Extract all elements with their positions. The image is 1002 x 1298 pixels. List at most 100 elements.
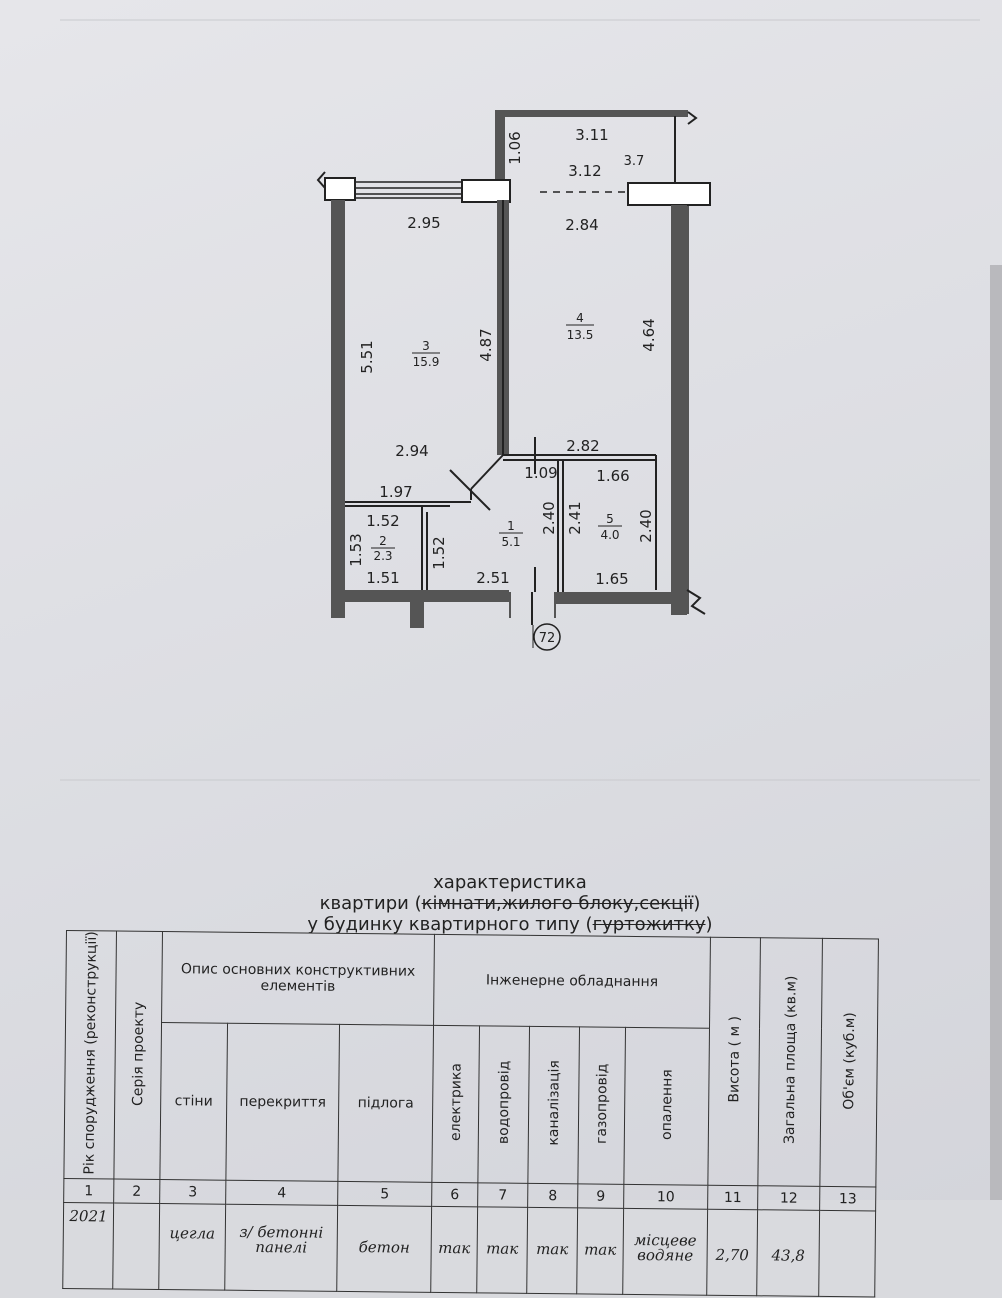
col-num-10: 10 [623,1184,708,1210]
dim-hall-right-b: 2.41 [566,501,584,534]
room-4-number: 4 [576,311,584,325]
header-heating: опалення [623,1026,710,1186]
dim-hall-bottom: 2.51 [476,569,509,587]
header-height: Висота ( м ) [707,937,761,1187]
value-flooring: бетон [336,1205,432,1293]
value-slabs: з/ бетонні панелі [224,1204,338,1292]
dim-room4-top: 2.84 [565,216,598,234]
room-2-number: 2 [379,534,387,548]
value-gas: так [576,1208,624,1295]
header-height-text: Висота ( м ) [725,1016,743,1104]
wall-bottom-stub [410,602,424,628]
axis-marker-label: 72 [539,631,556,646]
room-4-label: 4 13.5 [566,311,594,342]
dim-balcony-inner: 3.12 [568,162,601,180]
title-line-3: у будинку квартирного типу (гуртожитку) [200,914,820,935]
break-mark-right [686,589,706,615]
dim-room3-top: 2.95 [407,214,440,232]
dim-corridor-top-mid: 1.09 [524,464,557,482]
header-electric: електрика [431,1024,480,1184]
balcony-wall-left [495,113,505,183]
title-line-2-suffix: ) [693,893,701,914]
outer-walls [324,177,711,206]
wall-bottom-right [556,592,687,604]
col-num-2: 2 [113,1179,160,1204]
dim-room4-right: 4.64 [640,318,658,351]
wall-segments [331,200,689,628]
wall-top-mid-pier [461,179,511,203]
header-series: Серія проекту [113,931,163,1180]
header-sewer: каналізація [527,1025,580,1185]
header-year: Рік спорудження (реконструкції) [63,930,117,1180]
header-construction: Опис основних конструктивних елементів [161,931,435,1025]
wall-bottom-left [331,590,509,602]
header-engineering: Інженерне обладнання [433,934,711,1028]
value-volume [818,1210,876,1298]
dim-room3-left: 5.51 [358,340,376,373]
header-heating-text: опалення [658,1068,676,1140]
header-water-text: водопровід [495,1060,513,1145]
dim-balcony-depth: 1.06 [506,131,524,164]
room-1-number: 1 [507,519,515,533]
inner-partitions [345,200,657,648]
title-line-3-struck: гуртожитку [592,914,706,935]
room-2-area: 2.3 [373,549,392,563]
entrance-jamb-right [554,592,556,618]
value-walls: цегла [158,1203,226,1291]
header-gas: газопровід [577,1026,626,1185]
break-mark-left [316,171,326,189]
axis-marker: 72 [533,623,561,651]
title-line-2-prefix: квартири ( [319,893,422,914]
dim-room2-right: 1.52 [430,536,448,569]
dim-balcony-top: 3.11 [575,126,608,144]
value-sewer: так [526,1207,578,1295]
data-row: 2021 цегла з/ бетонні панелі бетон так т… [62,1202,876,1298]
window-top-left [355,181,462,199]
wall-right [671,205,687,615]
header-year-text: Рік спорудження (реконструкції) [80,931,100,1175]
floor-plan: 72 3.11 3.12 3.7 1.06 2.95 2.84 5.51 4.8… [60,19,980,781]
value-heating-line-1: місцеве [633,1231,697,1250]
title-line-2: квартири (кімнати,жилого блоку,секції) [200,893,820,914]
entrance-jamb-left [509,592,511,618]
dim-room2-bottom: 1.51 [366,569,399,587]
header-walls: стіни [159,1022,228,1181]
room-5-area: 4.0 [600,528,619,542]
header-total-area: Загальна площа (кв.м) [757,937,823,1187]
col-num-7: 7 [477,1183,528,1208]
room-3-label: 3 15.9 [412,339,440,369]
value-height: 2,70 [706,1209,758,1297]
col-num-9: 9 [577,1184,624,1209]
dim-room5-right: 2.40 [637,509,655,542]
characteristics-table: Рік спорудження (реконструкції) Серія пр… [62,930,879,1298]
room-4-area: 13.5 [567,328,594,342]
col-num-12: 12 [757,1186,820,1211]
header-water: водопровід [477,1025,530,1184]
col-num-13: 13 [819,1186,876,1212]
axis-marker-circle [533,623,561,651]
header-electric-text: електрика [447,1063,465,1142]
room-5-number: 5 [606,512,614,526]
header-volume: Об'єм (куб.м) [819,938,879,1188]
dim-room4-bottom: 2.82 [566,437,599,455]
header-volume-text: Об'єм (куб.м) [840,1012,858,1110]
col-num-5: 5 [337,1181,432,1207]
wall-top-right-pier [627,182,711,206]
dim-room2-left: 1.53 [347,533,365,566]
wall-top-left-pier [324,177,356,201]
title-line-1: характеристика [433,872,587,893]
dim-room2-top: 1.52 [366,512,399,530]
dim-hall-right-a: 2.40 [540,501,558,534]
header-flooring: підлога [337,1023,434,1183]
header-gas-text: газопровід [593,1063,611,1144]
header-slabs: перекриття [225,1022,340,1182]
wall-left [331,200,345,618]
wall-right-outer-line [687,206,689,614]
dim-room5-bottom: 1.65 [595,570,628,588]
value-slabs-line-2: панелі [255,1238,308,1257]
value-electric: так [430,1206,478,1294]
title-line-3-suffix: ) [705,914,713,935]
value-series [112,1203,160,1290]
dim-room3-bottom: 2.94 [395,442,428,460]
header-series-text: Серія проекту [129,1001,147,1106]
